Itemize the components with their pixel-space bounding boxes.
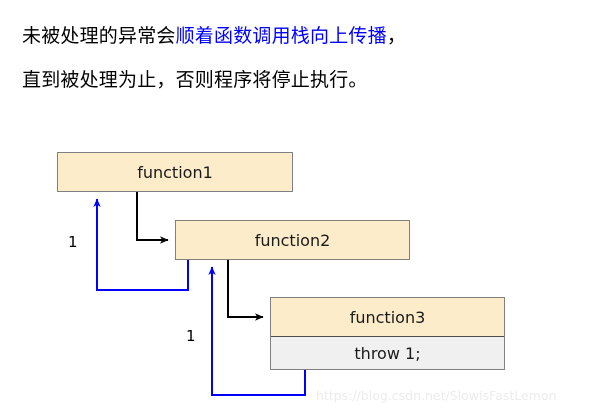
function2-label: function2 [254,230,331,250]
call-edge-function1-function2 [136,192,169,244]
throw-statement-label: throw 1; [354,343,421,363]
function3-box[interactable]: function3 throw 1; [270,297,505,370]
throw-edge-function3-function2 [208,266,306,396]
throw-label-function2-function1: 1 [68,233,78,251]
intro-line-2: 直到被处理为止，否则程序将停止执行。 [22,69,368,91]
intro-line-1-highlight: 顺着函数调用栈向上传播 [175,25,387,47]
function1-label: function1 [137,162,213,182]
call-edge-function2-function3 [227,260,263,318]
intro-line-1-suffix: ， [386,25,407,47]
function3-body: throw 1; [271,337,504,369]
call-stack-diagram: function1 function2 function3 throw 1; 1… [0,130,606,414]
function3-header: function3 [271,298,504,337]
watermark-text: https://blog.csdn.net/SlowIsFastLemon [316,388,557,403]
call-edge-function2-function3-head [227,260,264,321]
function2-box[interactable]: function2 [175,220,410,260]
intro-line-1: 未被处理的异常会顺着函数调用栈向上传播， [22,14,592,58]
intro-paragraph: 未被处理的异常会顺着函数调用栈向上传播， 直到被处理为止，否则程序将停止执行。 [22,14,592,102]
throw-edge-function2-function1 [93,198,189,291]
function1-box[interactable]: function1 [57,152,293,192]
function3-label: function3 [349,307,426,327]
intro-line-1-prefix: 未被处理的异常会 [22,25,176,47]
diagram-connectors [93,192,306,396]
throw-label-function3-function2: 1 [186,327,196,345]
